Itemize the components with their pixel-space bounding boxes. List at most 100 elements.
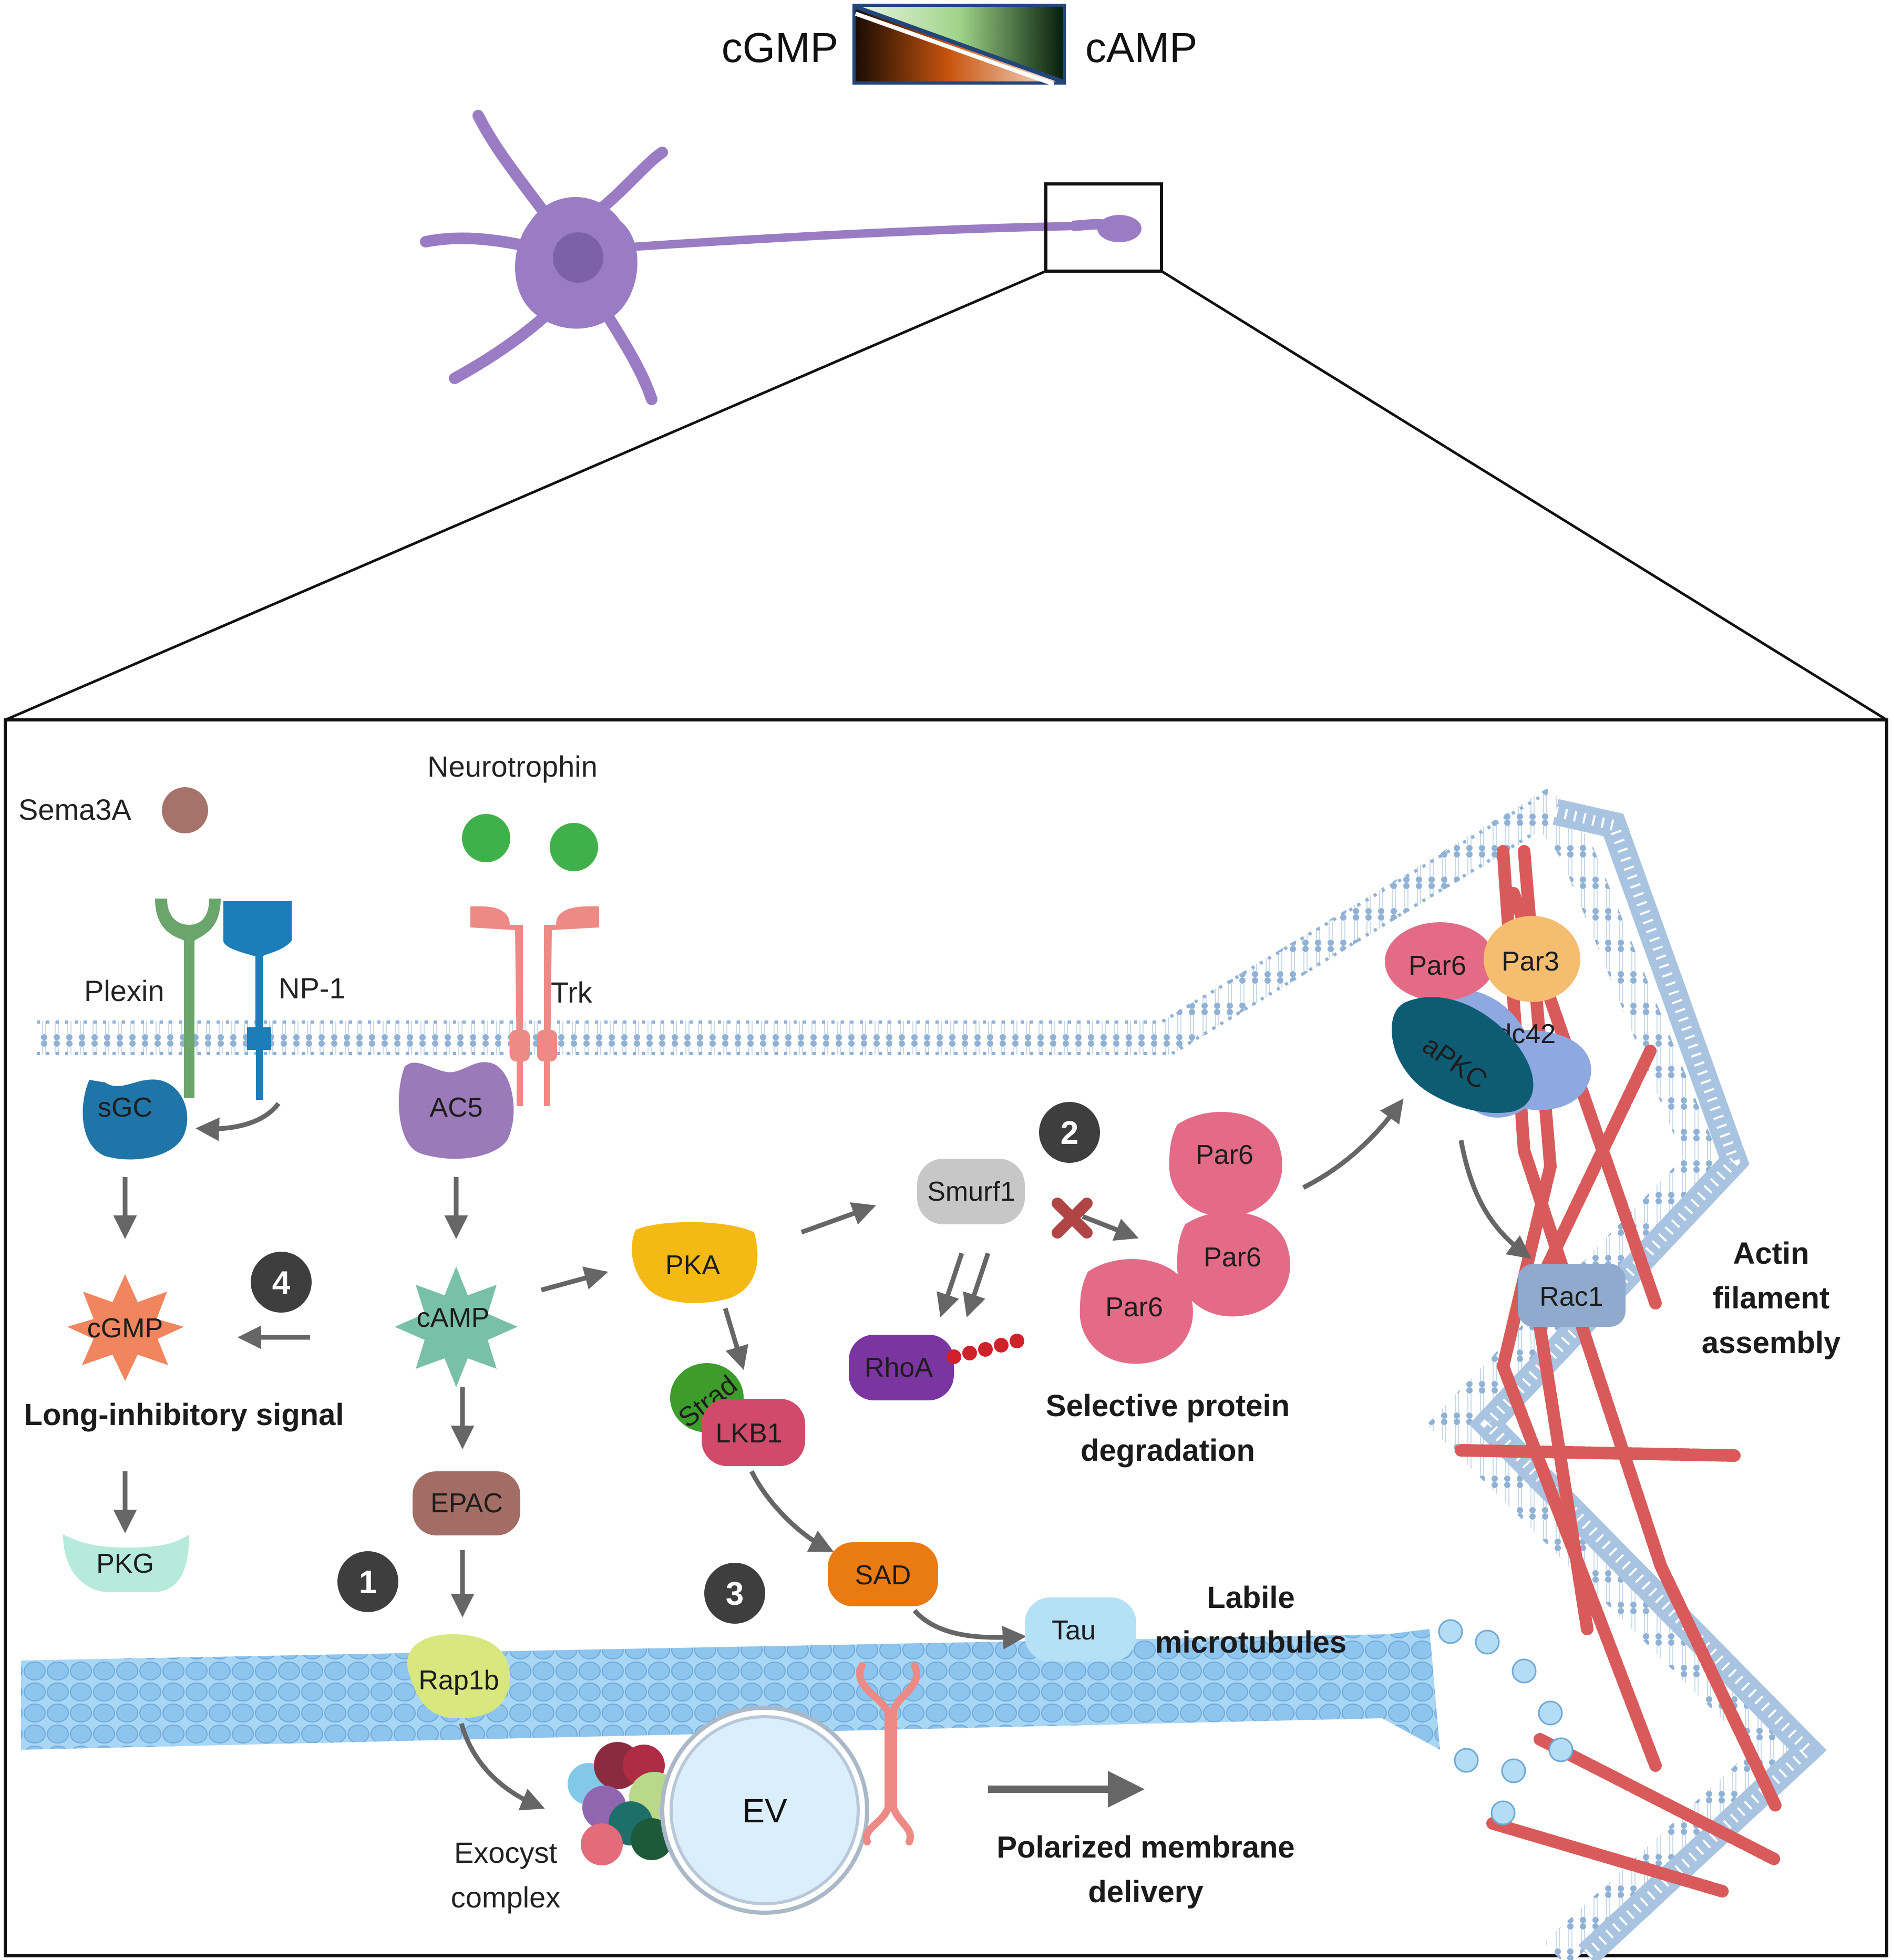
sema3a-ligand (162, 787, 208, 833)
sgc-label: sGC (98, 1092, 152, 1123)
ev-label: EV (742, 1792, 787, 1830)
neurotrophin-label: Neurotrophin (427, 750, 598, 783)
camp-node-label: cAMP (417, 1303, 490, 1333)
node-tau: Tau (1025, 1597, 1136, 1662)
arrow-camp-to-pka (540, 1266, 609, 1293)
selective-degradation-label-line2: degradation (1081, 1433, 1255, 1468)
neurotrophin-ligand-2 (550, 823, 598, 871)
step-badge-3: 3 (704, 1563, 765, 1624)
step-1-label: 1 (359, 1564, 377, 1601)
neuron-nucleus (553, 232, 603, 283)
node-ev: EV (660, 1706, 869, 1915)
node-smurf1: Smurf1 (917, 1159, 1025, 1224)
neuron-axon (626, 222, 1082, 251)
zoom-line-left (5, 270, 1046, 721)
exocyst-label-line2: complex (451, 1881, 561, 1914)
selective-degradation-label-line1: Selective protein (1046, 1389, 1290, 1423)
cgmp-node-label: cGMP (87, 1313, 163, 1344)
node-pka: PKA (632, 1222, 758, 1303)
node-strad-lkb1: Strad LKB1 (670, 1363, 805, 1466)
rap1b-label: Rap1b (418, 1665, 499, 1696)
ubiquitin-chain (947, 1334, 1024, 1364)
polarized-delivery-label-line2: delivery (1088, 1875, 1203, 1909)
sad-label: SAD (855, 1560, 911, 1591)
arrow-rap1b-to-exocyst (459, 1722, 545, 1811)
labile-label-line1: Labile (1207, 1581, 1295, 1615)
sema3a-label: Sema3A (18, 793, 131, 826)
plexin-label: Plexin (84, 974, 164, 1007)
labile-label-line2: microtubules (1155, 1625, 1346, 1659)
polarized-delivery-label-line1: Polarized membrane (996, 1830, 1294, 1864)
actin-label-line2: filament (1713, 1281, 1829, 1315)
step-3-label: 3 (726, 1576, 744, 1612)
neurotrophin-ligand-1 (462, 814, 510, 862)
smurf1-label: Smurf1 (927, 1177, 1015, 1207)
arrow-sad-to-tau (912, 1608, 1026, 1650)
node-rap1b: Rap1b (407, 1634, 510, 1718)
node-sgc: sGC (83, 1079, 188, 1160)
arrow-smurf1-to-par6 (1082, 1214, 1139, 1241)
neuron (420, 110, 1163, 405)
par3-label: Par3 (1502, 946, 1559, 977)
arrow-pka-to-smurf1 (800, 1202, 876, 1235)
tau-label: Tau (1052, 1615, 1096, 1646)
long-inhibitory-label: Long-inhibitory signal (24, 1398, 344, 1432)
arrow-np1-to-sgc (196, 1102, 281, 1141)
node-camp: cAMP (395, 1266, 518, 1387)
rac1-label: Rac1 (1539, 1282, 1603, 1312)
arrow-apkc-to-rac1 (1458, 1140, 1532, 1259)
np1-receptor (223, 901, 292, 1100)
node-par6-a: Par6 (1169, 1112, 1282, 1217)
par6-complex-label: Par6 (1408, 951, 1466, 981)
actin-label-line3: assembly (1702, 1326, 1840, 1360)
step-2-label: 2 (1061, 1115, 1078, 1151)
par6-b-label: Par6 (1204, 1242, 1261, 1273)
node-par6-b: Par6 (1177, 1212, 1290, 1317)
arrow-par6-to-complex (1302, 1098, 1404, 1190)
node-cgmp: cGMP (67, 1274, 184, 1381)
exocyst-complex (568, 1742, 680, 1865)
node-pkg: PKG (63, 1534, 189, 1592)
growth-cone-panel (4, 718, 1888, 1957)
np1-label: NP-1 (279, 972, 346, 1005)
node-ac5: AC5 (398, 1062, 514, 1159)
epac-label: EPAC (430, 1488, 503, 1519)
step-badge-2: 2 (1039, 1102, 1100, 1163)
actin-label-line1: Actin (1733, 1236, 1809, 1271)
arrow-smurf1-to-rhoa-2 (963, 1252, 991, 1318)
par6-c-label: Par6 (1105, 1292, 1163, 1323)
node-sad: SAD (828, 1542, 938, 1606)
legend-camp-label: cAMP (1085, 24, 1197, 71)
step-badge-1: 1 (337, 1551, 398, 1612)
trk-label: Trk (551, 976, 593, 1009)
arrow-lkb1-to-sad (749, 1470, 834, 1552)
step-badge-4: 4 (251, 1252, 312, 1313)
zoom-line-right (1160, 270, 1888, 721)
node-rac1: Rac1 (1518, 1264, 1626, 1327)
par-complex: Cdc42 Par6 Par3 aPKC (1385, 916, 1591, 1118)
arrow-pka-to-lkb1 (723, 1307, 748, 1370)
node-epac: EPAC (413, 1471, 520, 1535)
legend-cgmp-label: cGMP (722, 24, 838, 71)
legend-gradient-box (852, 4, 1066, 86)
gradient-legend: cGMP cAMP (722, 4, 1197, 86)
pkg-label: PKG (96, 1549, 154, 1579)
plexin-receptor (155, 899, 221, 1098)
arrows (113, 1098, 1532, 1811)
lkb1-label: LKB1 (715, 1418, 782, 1449)
zoom-box (1044, 182, 1163, 273)
vesicle-receptor (856, 1662, 920, 1845)
node-par6-c: Par6 (1079, 1259, 1193, 1364)
pka-label: PKA (665, 1250, 720, 1281)
axon-growth-cone (1097, 215, 1142, 242)
step-4-label: 4 (272, 1265, 291, 1301)
node-rhoa: RhoA (849, 1334, 1024, 1400)
smurf1-par6-block-icon (1052, 1198, 1093, 1239)
actin-filaments (1455, 845, 1783, 1898)
par6-a-label: Par6 (1196, 1140, 1253, 1170)
exocyst-label-line1: Exocyst (454, 1836, 557, 1869)
rhoa-label: RhoA (865, 1353, 933, 1383)
trk-receptor (470, 906, 599, 1106)
arrow-smurf1-to-rhoa-1 (937, 1252, 964, 1318)
